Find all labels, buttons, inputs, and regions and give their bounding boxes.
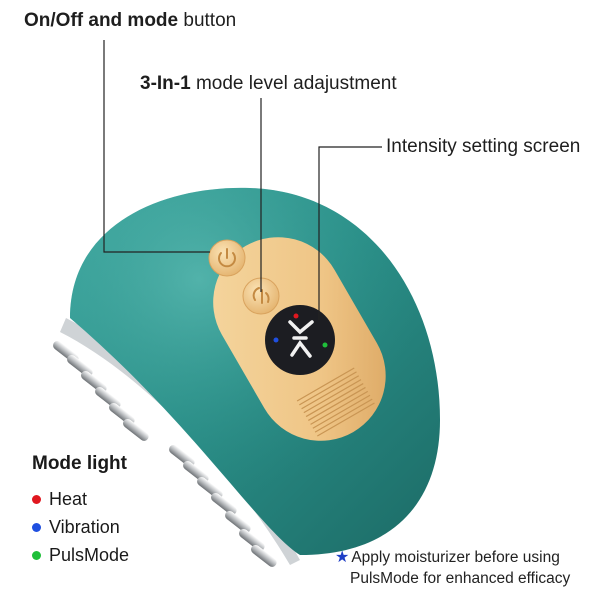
power-icon — [218, 248, 236, 268]
legend-item: PulsMode — [32, 541, 129, 569]
panel-ridge — [314, 398, 373, 433]
moisturizer-note: ★Apply moisturizer before using PulsMode… — [335, 547, 570, 589]
heat-indicator — [293, 313, 299, 319]
note-line-2: PulsMode for enhanced efficacy — [350, 570, 571, 587]
legend-dot-icon — [32, 522, 41, 532]
panel-ridge — [310, 390, 369, 425]
callout-power-bold: On/Off and mode — [24, 10, 179, 31]
legend-item: Heat — [32, 485, 129, 513]
panel-ridge — [312, 394, 371, 429]
legend-dot-icon — [32, 550, 41, 560]
legend-item-label: Vibration — [49, 516, 120, 537]
callout-mode-level: 3-In-1 mode level adajustment — [140, 73, 397, 95]
star-icon: ★ — [335, 549, 350, 566]
pulsmode-indicator — [322, 342, 328, 348]
panel-ridge — [299, 371, 357, 406]
mode-button[interactable] — [242, 277, 280, 315]
legend-item-label: Heat — [49, 488, 88, 509]
note-line-1: Apply moisturizer before using — [351, 549, 560, 566]
comb-pin — [123, 418, 149, 441]
comb-pin — [225, 510, 251, 533]
mode-icon — [252, 287, 270, 304]
panel-ridge — [305, 383, 364, 418]
panel-ridge — [317, 402, 375, 437]
comb-base — [60, 318, 300, 565]
leader-lines — [103, 40, 382, 320]
legend-title: Mode light — [32, 453, 127, 474]
comb-pins — [53, 340, 277, 567]
panel-ridge — [308, 386, 366, 421]
callout-mode-rest: mode level adajustment — [190, 73, 397, 94]
segment-display-icon — [288, 320, 314, 358]
legend-item-label: PulsMode — [49, 544, 130, 565]
comb-pin — [211, 492, 237, 515]
panel-ridge — [303, 379, 362, 414]
legend-item: Vibration — [32, 513, 129, 541]
panel-ridge — [296, 367, 355, 402]
intensity-screen — [265, 305, 335, 375]
comb-pin — [239, 528, 265, 551]
callout-mode-bold: 3-In-1 — [140, 73, 191, 94]
power-button[interactable] — [208, 239, 246, 277]
panel-ridges — [296, 367, 375, 437]
callout-intensity-screen: Intensity setting screen — [386, 136, 581, 157]
panel-ridge — [301, 375, 360, 410]
callout-power-rest: button — [178, 10, 237, 31]
vibration-indicator — [273, 337, 279, 343]
legend-dot-icon — [32, 494, 41, 504]
callout-power-button: On/Off and mode button — [24, 10, 236, 32]
comb-pin — [251, 544, 277, 567]
